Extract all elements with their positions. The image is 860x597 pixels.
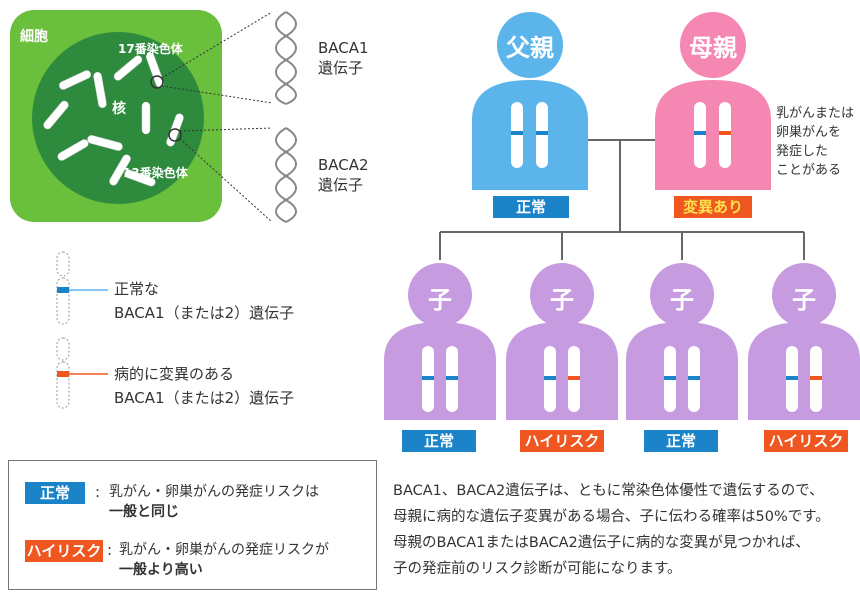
- mother-note-line: 発症した: [776, 144, 829, 159]
- child-figure-4: [748, 263, 860, 420]
- child-status-badge-4: ハイリスク: [764, 430, 848, 452]
- legend-normal-badge: 正常: [25, 482, 85, 504]
- legend-risk-badge: ハイリスク: [25, 540, 103, 562]
- legend-risk-text-1: 乳がん・卵巣がんの発症リスクが: [119, 542, 329, 558]
- child-figure-1: [384, 263, 496, 420]
- legend-box: 正常 : 乳がん・卵巣がんの発症リスクは 一般と同じ ハイリスク : 乳がん・卵…: [8, 460, 377, 590]
- father-figure: [472, 12, 588, 190]
- child-label-2: 子: [550, 286, 574, 314]
- child-status-badge-3: 正常: [644, 430, 718, 452]
- gene-baca2-sub: 遺伝子: [318, 176, 364, 194]
- gene-baca1-name: BACA1: [318, 39, 369, 57]
- chr17-label: 17番染色体: [118, 42, 183, 56]
- child-figure-2: [506, 263, 618, 420]
- father-status-badge: 正常: [493, 196, 569, 218]
- key-mutant-line2: BACA1（または2）遺伝子: [114, 389, 295, 407]
- legend-normal-text-1: 乳がん・卵巣がんの発症リスクは: [109, 484, 319, 500]
- chromosomes: [43, 52, 184, 187]
- note-line: 母親に病的な遺伝子変異がある場合、子に伝わる確率は50%です。: [393, 509, 830, 525]
- cell-diagram: [10, 10, 297, 223]
- gene-baca2-name: BACA2: [318, 156, 369, 174]
- key-normal-line2: BACA1（または2）遺伝子: [114, 304, 295, 322]
- family-tree: [384, 12, 860, 420]
- tree-lines: [439, 139, 805, 260]
- key-mutant-line1: 病的に変異のある: [114, 365, 235, 383]
- mother-note-line: 卵巣がんを: [776, 125, 842, 140]
- father-label: 父親: [506, 34, 554, 62]
- note-line: 母親のBACA1またはBACA2遺伝子に病的な変異が見つかれば、: [393, 535, 810, 551]
- mother-note-line: 乳がんまたは: [776, 106, 855, 121]
- mother-status-badge: 変異あり: [674, 196, 752, 218]
- connector-lines: [161, 11, 273, 223]
- child-figure-3: [626, 263, 738, 420]
- child-status-badge-1: 正常: [402, 430, 476, 452]
- gene-baca1-sub: 遺伝子: [318, 59, 364, 77]
- note-line: 子の発症前のリスク診断が可能になります。: [393, 561, 682, 577]
- nucleus-label: 核: [112, 101, 126, 117]
- child-status-badge-2: ハイリスク: [520, 430, 604, 452]
- cell-label: 細胞: [20, 29, 48, 45]
- mother-note-line: ことがある: [776, 163, 842, 178]
- gene-key-icons: [56, 251, 108, 409]
- legend-normal-text-2: 一般と同じ: [109, 504, 179, 520]
- legend-colon: :: [107, 541, 113, 559]
- chr13-label: 13番染色体: [123, 166, 188, 180]
- mother-figure: [655, 12, 771, 190]
- legend-risk-text-2: 一般より高い: [119, 562, 203, 578]
- chr13-marker: [168, 128, 182, 142]
- key-normal-line1: 正常な: [114, 280, 160, 298]
- chr17-marker: [150, 75, 164, 89]
- child-label-4: 子: [792, 286, 816, 314]
- explanation-note: BACA1、BACA2遺伝子は、ともに常染色体優性で遺伝するので、 母親に病的な…: [393, 478, 853, 582]
- child-label-1: 子: [428, 286, 452, 314]
- mother-label: 母親: [689, 34, 737, 62]
- legend-colon: :: [95, 483, 101, 501]
- dna-helix-2: [275, 127, 297, 223]
- mother-note: 乳がんまたは 卵巣がんを 発症した ことがある: [776, 104, 854, 180]
- dna-helix-1: [275, 11, 297, 105]
- note-line: BACA1、BACA2遺伝子は、ともに常染色体優性で遺伝するので、: [393, 483, 824, 499]
- child-label-3: 子: [670, 286, 694, 314]
